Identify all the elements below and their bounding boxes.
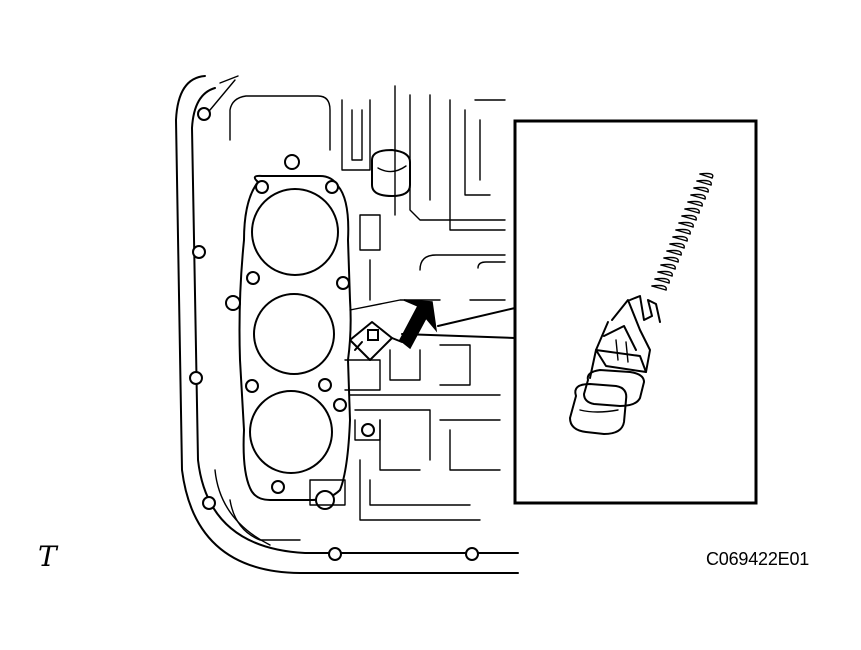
solenoid-valve [569,295,661,435]
detail-inset [513,119,758,505]
case-bolt-holes [189,107,479,561]
install-arrow [399,299,438,350]
case-outline [175,75,519,574]
leader-lines [401,307,516,339]
accumulator-bores [225,154,375,510]
installed-solenoid [349,321,403,361]
plug [371,149,411,197]
valve-body-passages [214,85,506,546]
figure-code: C069422E01 [706,549,810,569]
corner-mark: T [38,540,57,573]
spring [651,172,714,291]
